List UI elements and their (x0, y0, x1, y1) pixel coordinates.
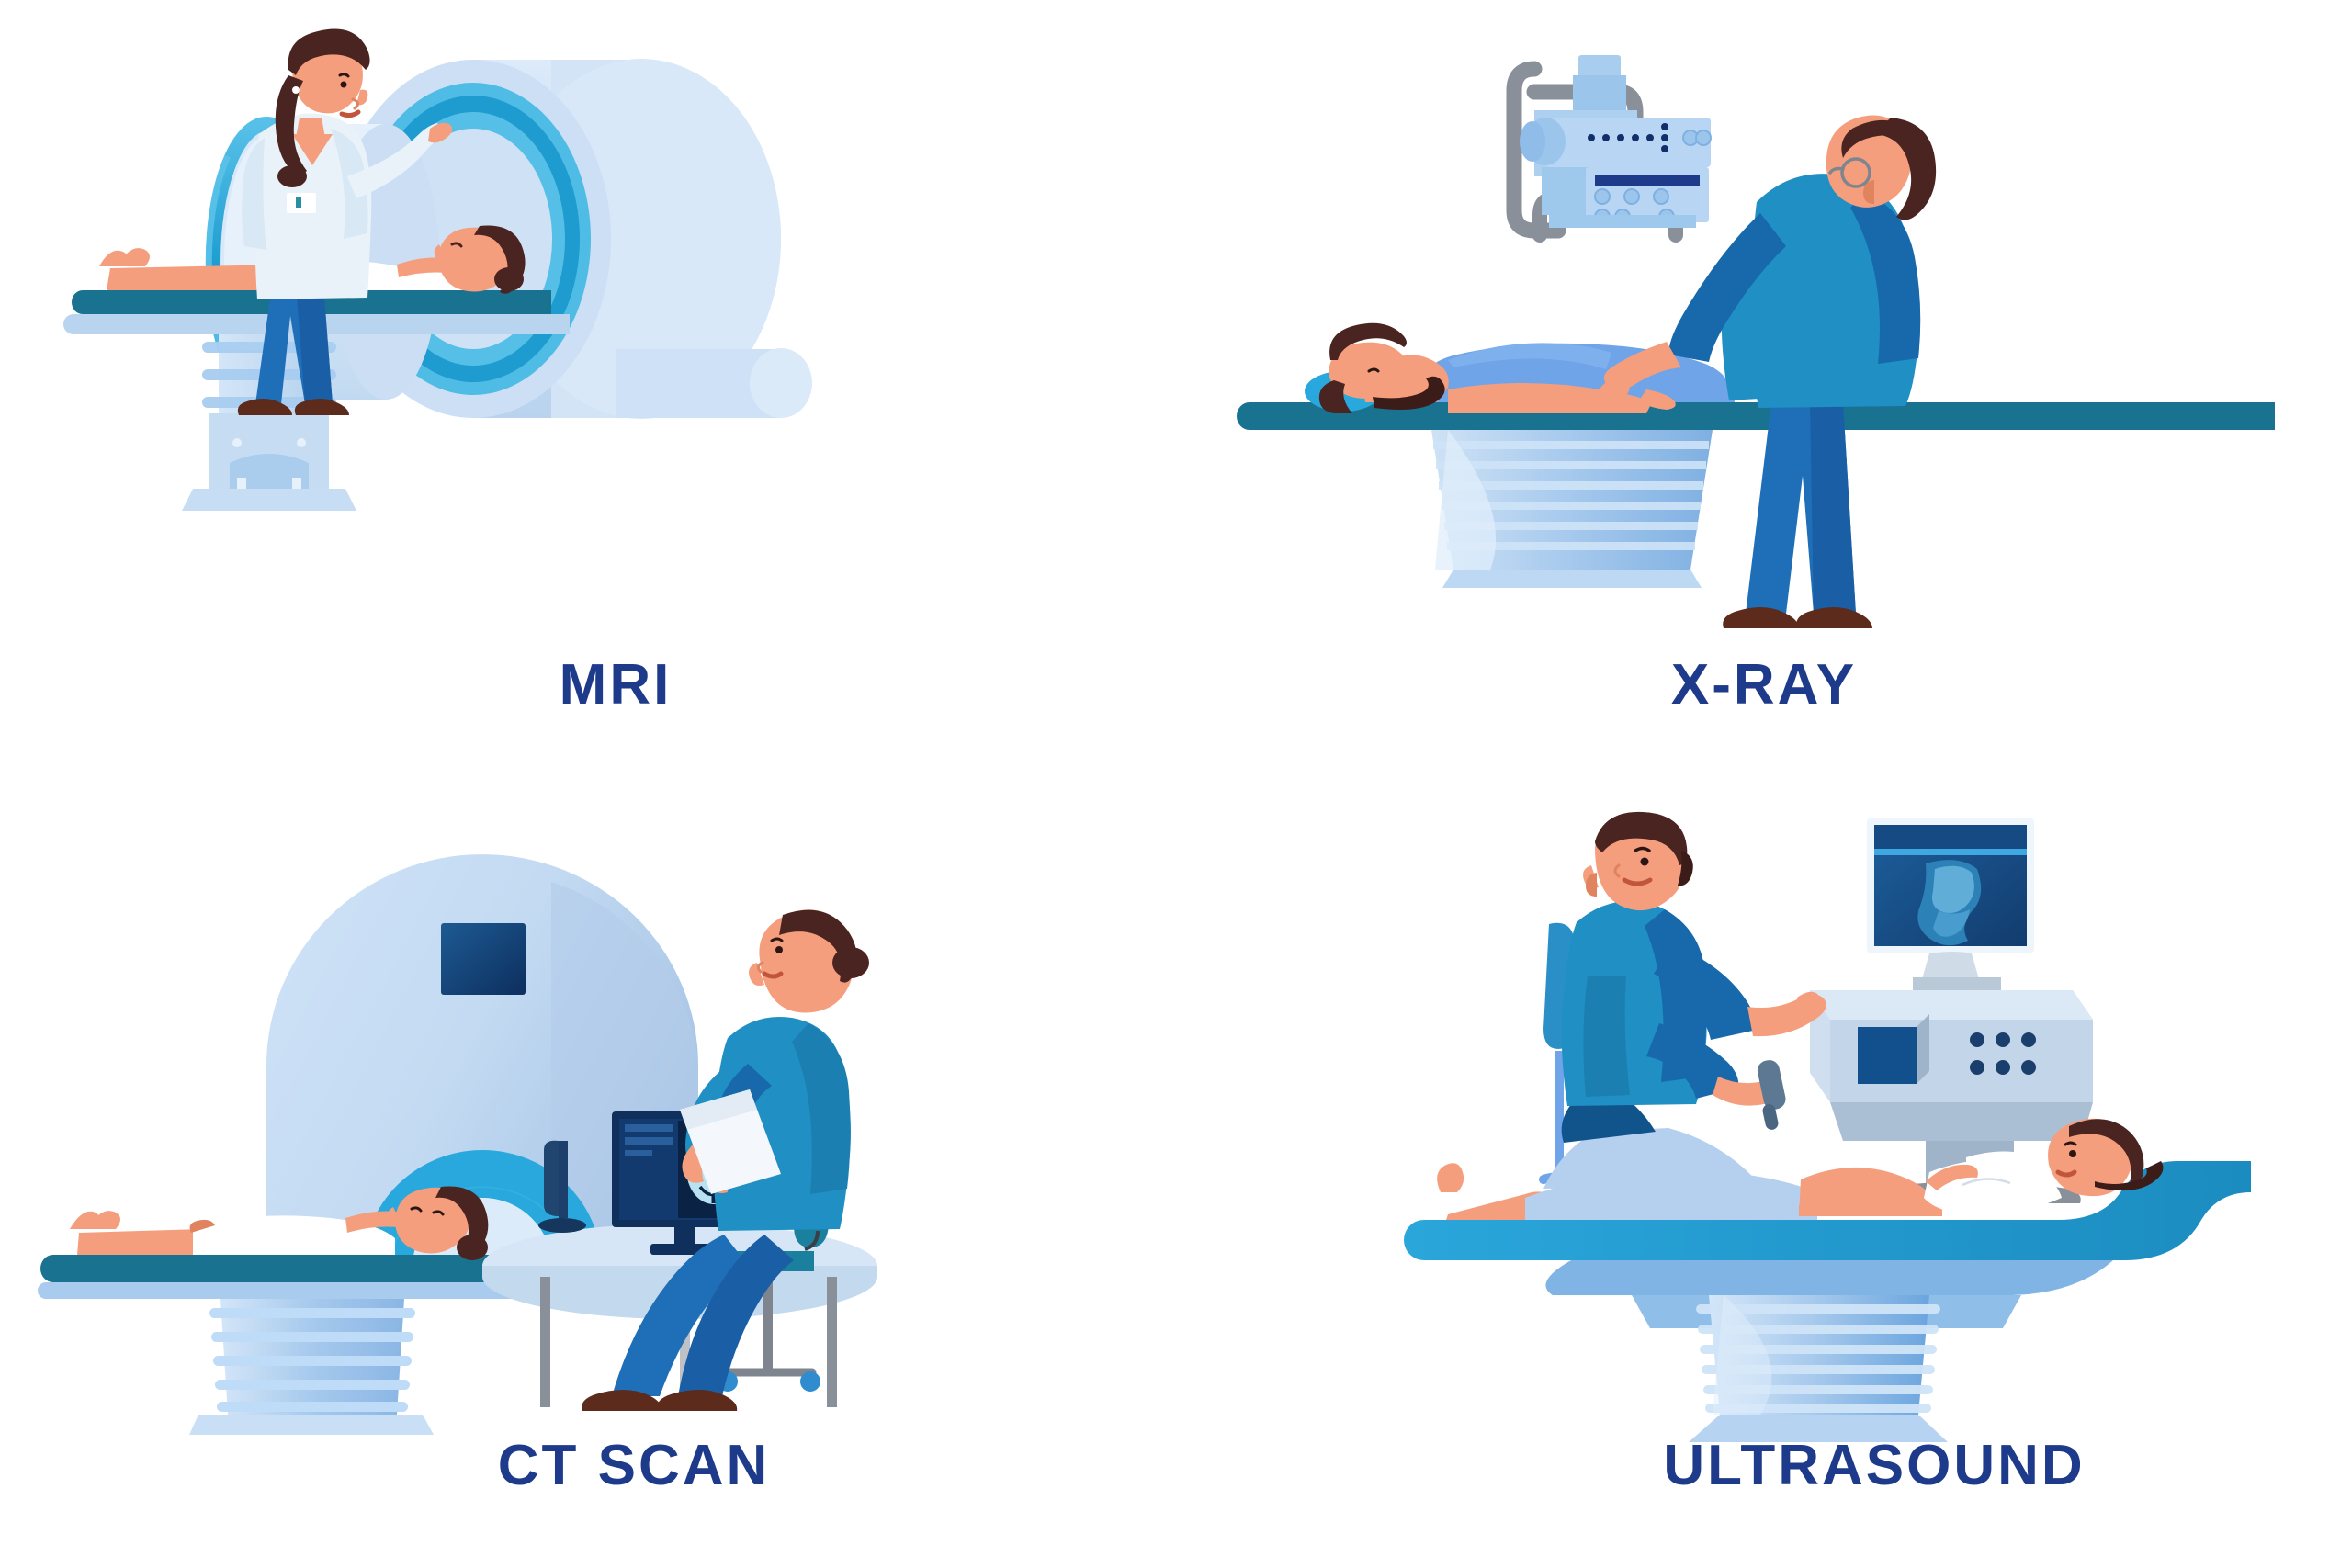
sonogram-image (1917, 860, 1982, 946)
ultrasound-doctor-head (1583, 811, 1693, 911)
panel-label-mri: MRI (559, 653, 673, 716)
ct-technician-head (749, 909, 869, 1013)
ct-patient-table (38, 1255, 533, 1299)
xray-technician (1600, 115, 1937, 628)
x-ray-scan-scene: X-RAY (1231, 18, 2297, 772)
panel-label-xray: X-RAY (1670, 653, 1858, 716)
x-ray-table-pedestal (1431, 430, 1713, 588)
ct-table-pedestal (189, 1299, 434, 1435)
ct-clipboard (680, 1089, 781, 1194)
ultrasound-console (1810, 990, 2093, 1203)
mri-nurse-head (275, 28, 370, 187)
ultrasound-doctor (1539, 811, 1826, 1189)
console-buttons[interactable] (1970, 1032, 2036, 1075)
panel-ultrasound: ULTRASOUND (1404, 808, 2334, 1552)
panel-mri: MRI (55, 18, 1176, 772)
ct-patient (70, 1186, 489, 1260)
x-ray-emitter-head (1520, 55, 1712, 228)
mri-scan-scene: MRI (55, 18, 1176, 772)
ct-gantry-display (441, 923, 526, 995)
xray-technician-head (1826, 115, 1937, 220)
ultrasound-couch-pedestal (1689, 1295, 1948, 1442)
ct-technician (582, 909, 869, 1411)
panel-ct: CT SCAN (37, 818, 1231, 1552)
panel-label-ct: CT SCAN (497, 1434, 771, 1497)
ultrasound-scan-scene: ULTRASOUND (1404, 808, 2334, 1552)
panel-label-ultrasound: ULTRASOUND (1663, 1434, 2086, 1497)
mri-nurse-badge (287, 193, 316, 213)
panel-xray: X-RAY (1231, 18, 2297, 772)
ultrasound-monitor (1867, 818, 2034, 990)
mri-nurse (237, 28, 453, 415)
ultrasound-probe[interactable] (1756, 1058, 1788, 1131)
mri-patient-head (434, 225, 526, 294)
ct-scan-scene: CT SCAN (37, 818, 1231, 1552)
